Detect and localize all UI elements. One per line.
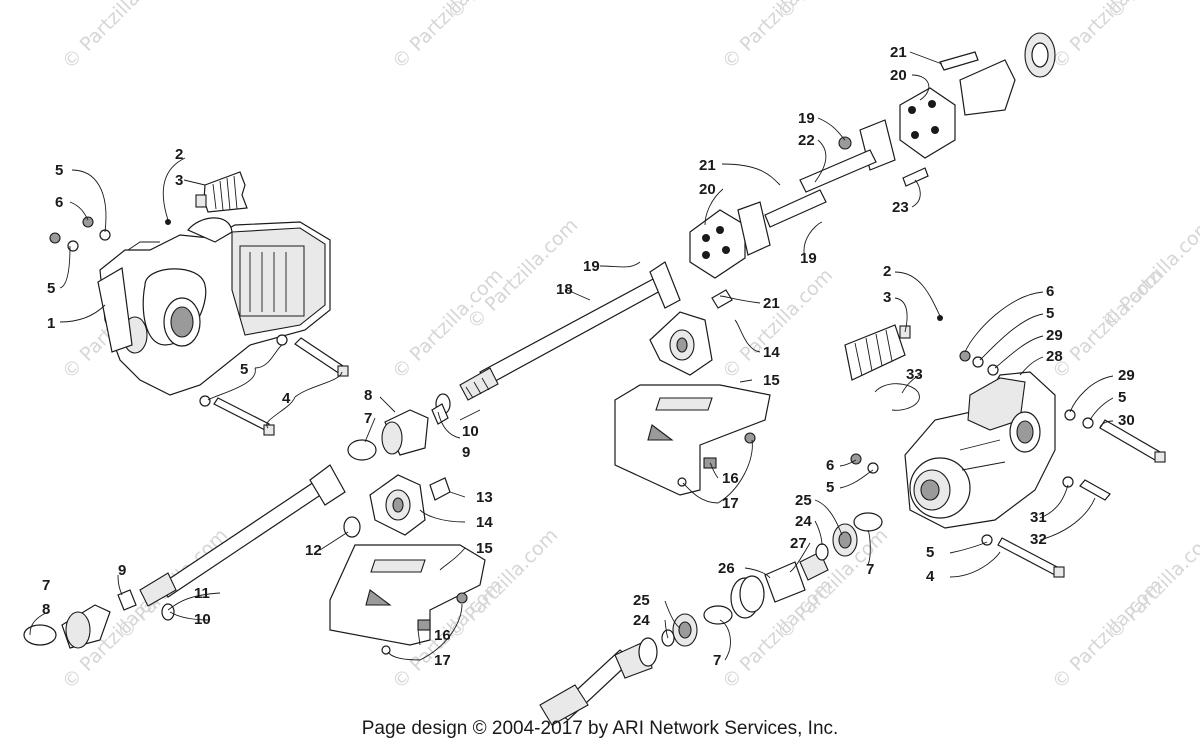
front-upper-boot xyxy=(347,403,449,461)
watermark: © Partzilla.com xyxy=(773,0,892,24)
callout-label: 20 xyxy=(699,181,716,198)
callout-label: 24 xyxy=(633,612,650,629)
callout-label: 5 xyxy=(1046,305,1054,322)
callout-label: 21 xyxy=(890,44,907,61)
callout-label: 7 xyxy=(713,652,721,669)
callout-label: 31 xyxy=(1030,509,1047,526)
callout-label: 29 xyxy=(1046,327,1063,344)
callout-label: 3 xyxy=(175,172,183,189)
front-drive-shaft xyxy=(435,261,681,415)
callout-label: 3 xyxy=(883,289,891,306)
callout-label: 20 xyxy=(890,67,907,84)
callout-label: 25 xyxy=(795,492,812,509)
center-bearing-upper xyxy=(614,311,771,496)
watermark: © Partzilla.com xyxy=(58,0,177,74)
callout-label: 9 xyxy=(118,562,126,579)
callout-label: 16 xyxy=(722,470,739,487)
callout-label: 21 xyxy=(763,295,780,312)
callout-label: 6 xyxy=(55,194,63,211)
callout-label: 16 xyxy=(434,627,451,644)
rear-drive-shaft xyxy=(539,512,883,726)
callout-labels: 5 6 5 1 2 3 5 4 8 7 9 10 18 19 21 20 14 … xyxy=(42,44,1135,669)
callout-label: 2 xyxy=(883,263,891,280)
callout-label: 10 xyxy=(462,423,479,440)
callout-label: 14 xyxy=(763,344,780,361)
callout-label: 14 xyxy=(476,514,493,531)
callout-label: 2 xyxy=(175,146,183,163)
watermark: © Partzilla.com xyxy=(718,264,837,383)
callout-label: 5 xyxy=(47,280,55,297)
callout-label: 1 xyxy=(47,315,55,332)
front-gearcase xyxy=(97,217,331,396)
watermark: © Partzilla.com xyxy=(443,0,562,24)
callout-label: 5 xyxy=(55,162,63,179)
flex-coupler-upper xyxy=(799,32,1056,193)
front-output-shaft xyxy=(23,464,361,649)
callout-label: 18 xyxy=(556,281,573,298)
callout-label: 10 xyxy=(194,611,211,628)
callout-label: 33 xyxy=(906,366,923,383)
callout-label: 4 xyxy=(926,568,935,585)
callout-label: 25 xyxy=(633,592,650,609)
copyright-footer: Page design © 2004-2017 by ARI Network S… xyxy=(361,718,839,739)
callout-label: 7 xyxy=(42,577,50,594)
callout-label: 19 xyxy=(583,258,600,275)
callout-label: 8 xyxy=(42,601,50,618)
callout-label: 15 xyxy=(476,540,493,557)
callout-label: 7 xyxy=(866,561,874,578)
callout-label: 17 xyxy=(434,652,451,669)
callout-label: 6 xyxy=(826,457,834,474)
callout-label: 19 xyxy=(800,250,817,267)
callout-label: 28 xyxy=(1046,348,1063,365)
callout-label: 30 xyxy=(1118,412,1135,429)
watermark: © Partzilla.com xyxy=(388,264,507,383)
callout-label: 12 xyxy=(305,542,322,559)
callout-label: 29 xyxy=(1118,367,1135,384)
rear-boot-assembly xyxy=(844,315,943,411)
callout-label: 5 xyxy=(240,361,248,378)
watermark: © Partzilla.com xyxy=(1103,0,1200,24)
callout-label: 17 xyxy=(722,495,739,512)
watermark: © Partzilla.com xyxy=(1098,214,1200,333)
callout-label: 27 xyxy=(790,535,807,552)
rear-gearcase xyxy=(904,371,1056,529)
center-bearing-lower xyxy=(329,474,486,655)
callout-label: 13 xyxy=(476,489,493,506)
callout-label: 9 xyxy=(462,444,470,461)
callout-label: 8 xyxy=(364,387,372,404)
callout-label: 22 xyxy=(798,132,815,149)
leader-lines xyxy=(29,51,1114,661)
callout-label: 21 xyxy=(699,157,716,174)
callout-label: 5 xyxy=(826,479,834,496)
callout-label: 24 xyxy=(795,513,812,530)
callout-label: 26 xyxy=(718,560,735,577)
callout-label: 4 xyxy=(282,390,291,407)
callout-label: 5 xyxy=(1118,389,1126,406)
callout-label: 5 xyxy=(926,544,934,561)
callout-label: 15 xyxy=(763,372,780,389)
callout-label: 6 xyxy=(1046,283,1054,300)
callout-label: 11 xyxy=(194,585,210,602)
left-boot-assembly xyxy=(165,171,248,225)
left-fasteners xyxy=(49,216,349,436)
callout-label: 23 xyxy=(892,199,909,216)
callout-label: 7 xyxy=(364,410,372,427)
callout-label: 19 xyxy=(798,110,815,127)
rear-fasteners xyxy=(850,350,1166,578)
watermark: © Partzilla.com xyxy=(1103,524,1200,643)
callout-label: 32 xyxy=(1030,531,1047,548)
flex-coupler-center xyxy=(689,189,827,309)
